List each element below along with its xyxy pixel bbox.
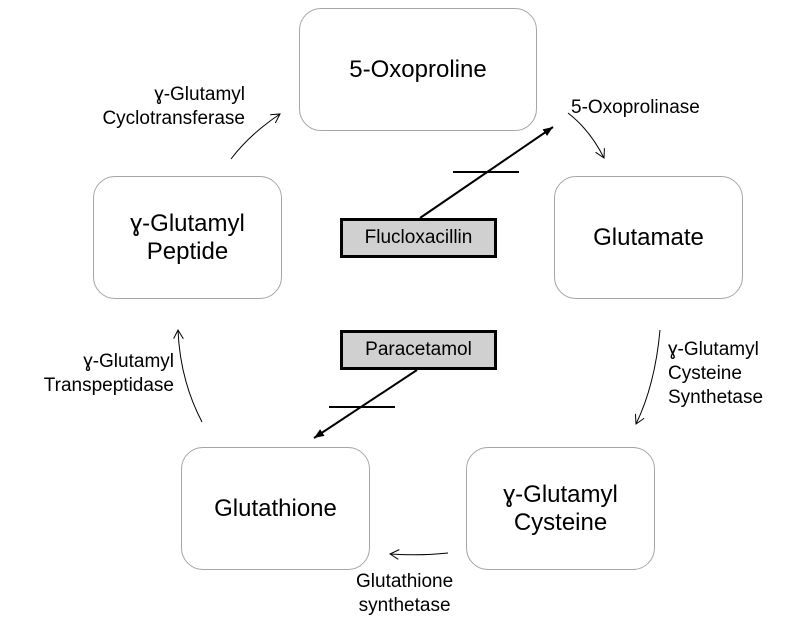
enzyme-line: Synthetase	[668, 387, 764, 408]
node-glutathione: Glutathione	[181, 447, 370, 570]
node-glutamyl-peptide: ɣ-Glutamyl Peptide	[93, 176, 282, 299]
enzyme-line: Transpeptidase	[43, 375, 174, 396]
enzyme-line: ɣ-Glutamyl	[154, 84, 245, 105]
node-label: ɣ-Glutamyl	[130, 209, 245, 237]
node-label: Cysteine	[513, 508, 608, 536]
arrow-gcs	[636, 329, 661, 424]
node-label: 5-Oxoproline	[349, 55, 487, 83]
node-label: ɣ-Glutamyl	[503, 480, 618, 508]
arrow-ggt	[178, 330, 203, 423]
inhibitor-label: Paracetamol	[365, 339, 472, 360]
node-label: Glutamate	[593, 223, 704, 251]
arrow-gs	[390, 553, 449, 555]
enzyme-label-ggct: ɣ-Glutamyl Cyclotransferase	[60, 83, 245, 131]
arrow-ggct	[230, 114, 280, 160]
node-glutamyl-cysteine: ɣ-Glutamyl Cysteine	[466, 447, 655, 570]
enzyme-line: Cyclotransferase	[102, 108, 245, 129]
enzyme-label-ggt: ɣ-Glutamyl Transpeptidase	[10, 350, 174, 398]
enzyme-line: 5-Oxoprolinase	[571, 97, 700, 118]
inhibitor-flucloxacillin: Flucloxacillin	[340, 218, 497, 258]
enzyme-line: synthetase	[358, 595, 451, 616]
enzyme-line: Glutathione	[356, 571, 454, 592]
arrow-oxoprolinase	[567, 112, 604, 158]
enzyme-line: ɣ-Glutamyl	[83, 351, 174, 372]
enzyme-line: ɣ-Glutamyl	[668, 339, 759, 360]
inhibitor-label: Flucloxacillin	[364, 227, 473, 248]
enzyme-label-gs: Glutathione synthetase	[356, 570, 453, 618]
enzyme-label-oxoprolinase: 5-Oxoprolinase	[571, 96, 700, 120]
node-glutamate: Glutamate	[554, 176, 743, 299]
node-label: Glutathione	[214, 494, 337, 522]
node-label: Peptide	[146, 237, 229, 265]
enzyme-line: Cysteine	[668, 363, 742, 384]
inhibitor-paracetamol: Paracetamol	[340, 330, 497, 370]
enzyme-label-gcs: ɣ-Glutamyl Cysteine Synthetase	[668, 338, 763, 410]
inhibition-arrow-paracetamol	[313, 369, 418, 439]
node-oxoproline: 5-Oxoproline	[299, 8, 537, 131]
